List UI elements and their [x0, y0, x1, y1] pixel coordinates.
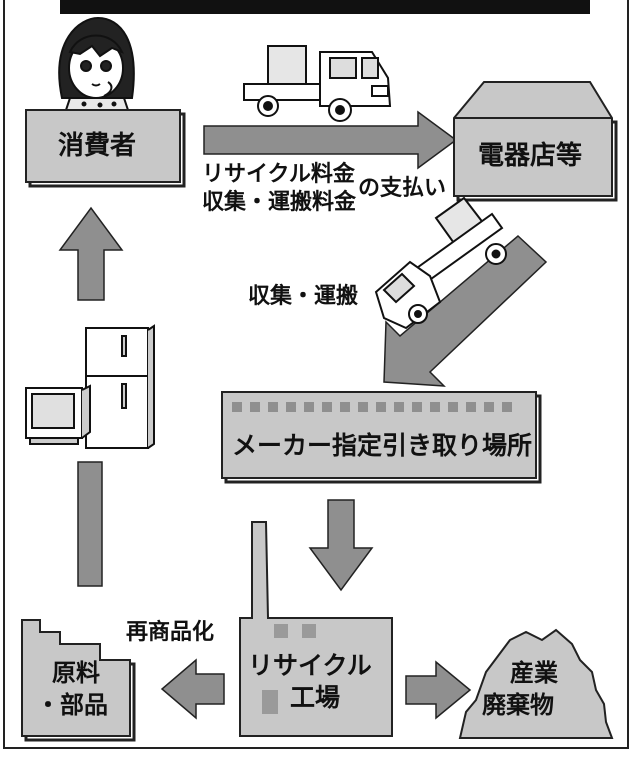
payment-label-line2: 収集・運搬料金 [202, 190, 357, 215]
recommercialize-label: 再商品化 [126, 620, 215, 645]
materials-label-line2: ・部品 [36, 691, 108, 719]
collect-transport-label: 収集・運搬 [248, 284, 359, 309]
materials-label-line1: 原料 [52, 659, 100, 687]
waste-label-line1: 産業 [510, 659, 558, 687]
consumer-box [25, 109, 181, 183]
vertical-connector-bar [77, 461, 103, 587]
diagonal-ramp-arrow [383, 234, 548, 387]
dashed-strip [232, 402, 512, 412]
recycling-factory [239, 521, 393, 737]
designated-place-label: メーカー指定引き取り場所 [232, 431, 533, 460]
arrow-down-to-factory [308, 499, 374, 592]
frame-border [3, 0, 629, 749]
truck-icon-top [243, 45, 392, 122]
store-label: 電器店等 [478, 141, 583, 171]
waste-label-line2: 廃棄物 [482, 691, 554, 719]
payment-label-line1: リサイクル料金 [202, 162, 355, 187]
factory-label-line1: リサイクル [248, 651, 372, 680]
consumer-girl-illustration [58, 16, 135, 111]
factory-label-line2: 工場 [290, 683, 341, 712]
appliances-illustration [25, 324, 155, 449]
consumer-label: 消費者 [58, 131, 137, 161]
header-bar [60, 0, 590, 14]
designated-place-box [221, 391, 542, 484]
store-building [453, 81, 618, 202]
payment-label-suffix: の支払い [358, 176, 447, 201]
arrow-factory-to-waste [405, 660, 472, 720]
arrow-factory-to-materials [160, 658, 225, 720]
arrow-consumer-to-store [203, 110, 458, 170]
industrial-waste-pile [458, 628, 614, 739]
materials-building [21, 619, 136, 742]
arrow-up-to-consumer [58, 206, 124, 301]
truck-icon-diagonal [374, 196, 507, 330]
